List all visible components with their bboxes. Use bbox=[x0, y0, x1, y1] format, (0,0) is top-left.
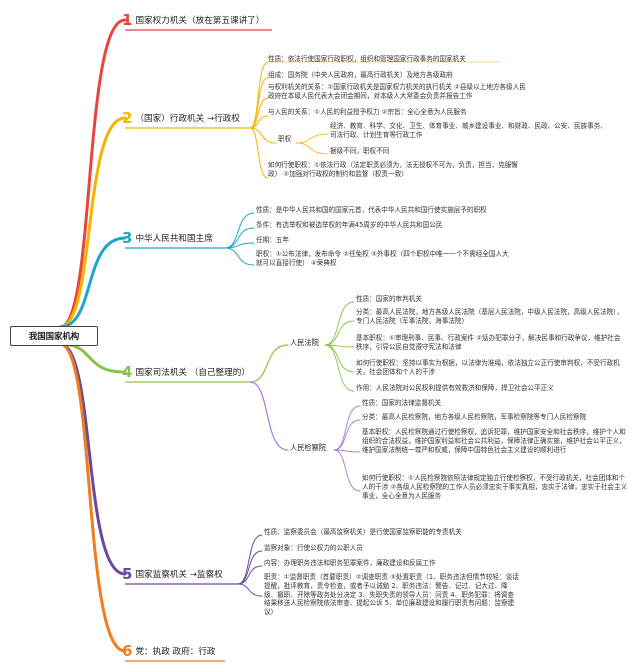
branch-2-curve bbox=[58, 116, 127, 329]
procuratorate-classification: 分类：最高人民检察院，地方各级人民检察院，军事检察院等专门人民检察院 bbox=[362, 413, 587, 421]
court-item-link-3 bbox=[324, 344, 355, 373]
admin-duties-2: 据级不同，职权不同 bbox=[330, 147, 390, 155]
court-item-link-1 bbox=[324, 320, 355, 346]
admin-link-0 bbox=[249, 61, 269, 129]
admin-relation-power: 与权利机关的关系：①国家行政机关是国家权力机关的执行机关 ②县级以上地方各级人民… bbox=[268, 83, 526, 100]
branch-label: 国家权力机关（放在第五课讲了） bbox=[135, 16, 265, 26]
admin-link-4 bbox=[249, 127, 277, 144]
branch-label: 党：执政 政府：行政 bbox=[135, 647, 216, 657]
supervisory-content: 内容：办理职务违法和职务犯罪案件，廉政建设和反腐工作 bbox=[264, 559, 436, 567]
branch-5-supervisory[interactable]: 5 国家监察机关 →监察权 bbox=[122, 564, 223, 584]
admin-link-2 bbox=[249, 97, 269, 129]
supervisory-link-2 bbox=[237, 565, 263, 585]
admin-duties-link-1 bbox=[295, 133, 329, 144]
branch-label: （国家）行政机关 →行政权 bbox=[135, 114, 240, 124]
supervisory-link-3 bbox=[237, 583, 263, 597]
procuratorate-item-link-1 bbox=[333, 419, 361, 451]
supervisory-duties: 职责：①监督职责（首要职责）②调查职责 ③处置职责（1、职务违法但情节较轻：谈话… bbox=[264, 573, 519, 617]
procuratorate-nature: 性质：国家的法律监督机关 bbox=[362, 399, 442, 407]
procuratorate-duties: 基本职权：人民检察院通过行使检察权，追诉犯罪，维护国家安全和社会秩序，维护个人和… bbox=[362, 428, 626, 454]
admin-duties-label: 职权 bbox=[278, 135, 292, 143]
branch-1-curve bbox=[58, 18, 127, 329]
admin-link-5 bbox=[249, 127, 269, 179]
admin-how-to-exercise: 如何行使职权：①依法行政（法定职责必须为，法无授权不可为，负责，担当，克服懈政）… bbox=[268, 161, 518, 178]
procuratorate-item-link-0 bbox=[333, 405, 361, 451]
admin-composition: 组成：国务院（中央人民政府，最高行政机关）及地方各级政府 bbox=[268, 71, 453, 79]
branch-4-judicial[interactable]: 4 国家司法机关 （自己整理的） bbox=[122, 362, 250, 382]
branch-number: 5 bbox=[122, 565, 133, 583]
branch-4-curve bbox=[58, 342, 127, 374]
branch-2-administrative[interactable]: 2 （国家）行政机关 →行政权 bbox=[122, 108, 240, 128]
court-how-to-exercise: 如何行使职权：坚持以事实为根据，以法律为准绳，依法独立公正行使审判权，不受行政机… bbox=[356, 359, 620, 376]
court-label[interactable]: 人民法院 bbox=[290, 338, 319, 347]
branch-number: 2 bbox=[122, 109, 133, 127]
president-condition: 条件：有选举权和被选举权的年满45周岁的中华人民共和国公民 bbox=[256, 221, 443, 229]
branch-3-president[interactable]: 3 中华人民共和国主席 bbox=[122, 228, 213, 248]
branch-number: 6 bbox=[122, 642, 133, 660]
admin-nature: 性质：依法行使国家行政职权，组织和管理国家行政事务的国家机关 bbox=[268, 55, 466, 63]
procuratorate-link bbox=[249, 381, 289, 451]
procuratorate-label[interactable]: 人民检察院 bbox=[290, 443, 326, 452]
branch-3-curve bbox=[58, 236, 127, 329]
admin-duties-1: 经济、教育、科学、文化、卫生、体育事业、城乡建设事业、和财政、民政、公安、民族事… bbox=[330, 122, 607, 139]
court-duties: 基本职权：①审理刑事、民事、行政案件 ②惩办犯罪分子，解决民事和行政争议，维护社… bbox=[356, 334, 621, 351]
branch-6-curve bbox=[58, 342, 127, 653]
branch-label: 中华人民共和国主席 bbox=[135, 234, 213, 244]
branch-6-party-government[interactable]: 6 党：执政 政府：行政 bbox=[122, 641, 216, 661]
supervisory-link-1 bbox=[237, 550, 263, 585]
supervisory-link-0 bbox=[237, 534, 263, 585]
president-term: 任期：五年 bbox=[256, 236, 289, 244]
supervisory-target: 监察对象：行使公权力的公职人员 bbox=[264, 544, 363, 552]
branch-label: 国家监察机关 →监察权 bbox=[135, 570, 223, 580]
court-classification: 分类：最高人民法院，地方各级人民法院（基层人民法院，中级人民法院，高级人民法院）… bbox=[356, 308, 624, 325]
branch-1-power-organs[interactable]: 1 国家权力机关（放在第五课讲了） bbox=[122, 10, 264, 30]
court-role: 作用：人民法院对公民权利提供有效救济和保障，捍卫社会公平正义 bbox=[356, 384, 554, 392]
procuratorate-item-link-2 bbox=[333, 449, 361, 453]
court-link bbox=[249, 344, 289, 383]
branch-number: 1 bbox=[122, 11, 133, 29]
court-item-link-4 bbox=[324, 344, 355, 392]
court-item-link-0 bbox=[324, 301, 355, 346]
branch-number: 3 bbox=[122, 229, 133, 247]
branch-label: 国家司法机关 （自己整理的） bbox=[135, 368, 250, 378]
root-node[interactable]: 我国国家机构 bbox=[10, 326, 98, 346]
procuratorate-how-to-exercise: 如何行使职权：①人民检察院依照法律规定独立行使检察权，不受行政机关，社会团体和个… bbox=[362, 474, 628, 500]
branch-number: 4 bbox=[122, 363, 133, 381]
supervisory-nature: 性质：监察委员会（最高监察机关）是行使国家监察职能的专责机关 bbox=[264, 528, 462, 536]
admin-link-1 bbox=[249, 77, 269, 129]
procuratorate-item-link-3 bbox=[333, 449, 361, 492]
admin-relation-people: 与人民的关系：①人民的利益授予权力 ②宗旨：全心全意为人民服务 bbox=[268, 108, 467, 116]
admin-duties-link-2 bbox=[295, 142, 329, 155]
president-nature: 性质：是中华人民共和国的国家元首，代表中华人民共和国行使实施层予的职权 bbox=[256, 206, 487, 214]
president-link-0 bbox=[224, 212, 255, 249]
president-powers: 职权：①公布法律，发布命令 ②任免权 ③外事权（四个职权中唯一一个不需经全国人大… bbox=[256, 250, 509, 267]
court-nature: 性质：国家的审判机关 bbox=[356, 295, 422, 303]
president-link-3 bbox=[224, 247, 255, 266]
